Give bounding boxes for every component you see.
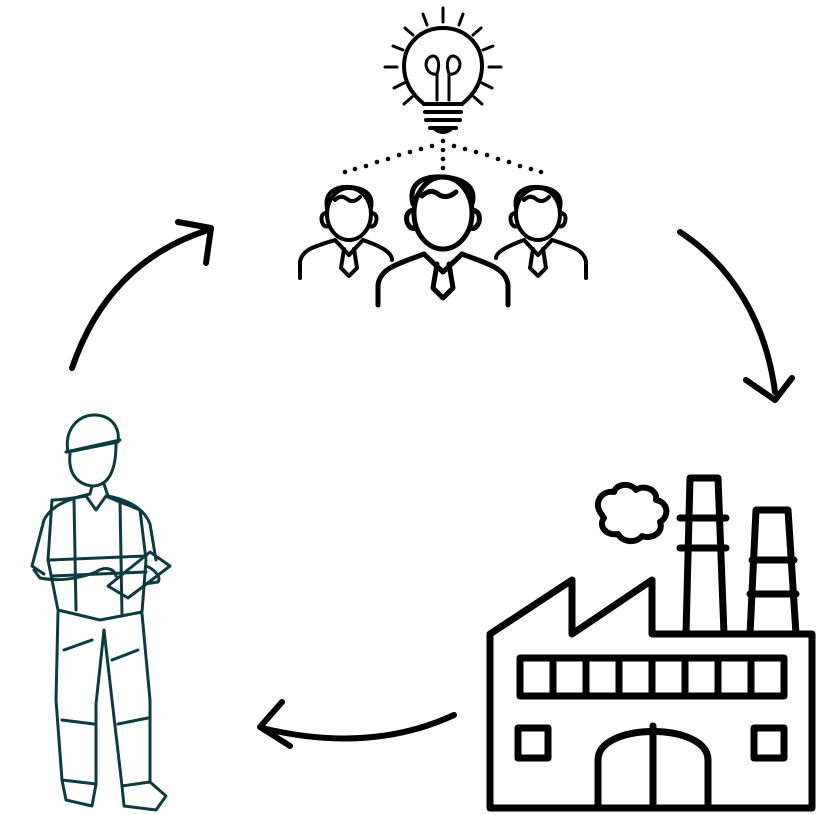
hard-hat-icon	[64, 413, 122, 454]
person-left-icon	[298, 184, 394, 280]
arrow-icon	[257, 699, 457, 749]
person-right-icon	[494, 184, 588, 280]
team-with-lightbulb-icon	[298, 6, 588, 308]
worker-with-clipboard-icon	[30, 413, 172, 812]
smoke-cloud-icon	[594, 482, 670, 544]
lightbulb-icon	[383, 6, 503, 134]
factory-icon	[486, 474, 816, 812]
clipboard-icon	[106, 550, 172, 600]
arrow-icon	[677, 229, 795, 403]
person-center-icon	[375, 174, 511, 308]
connector-dots	[342, 138, 544, 175]
safety-vest	[46, 494, 148, 622]
arrow-icon	[69, 219, 214, 371]
